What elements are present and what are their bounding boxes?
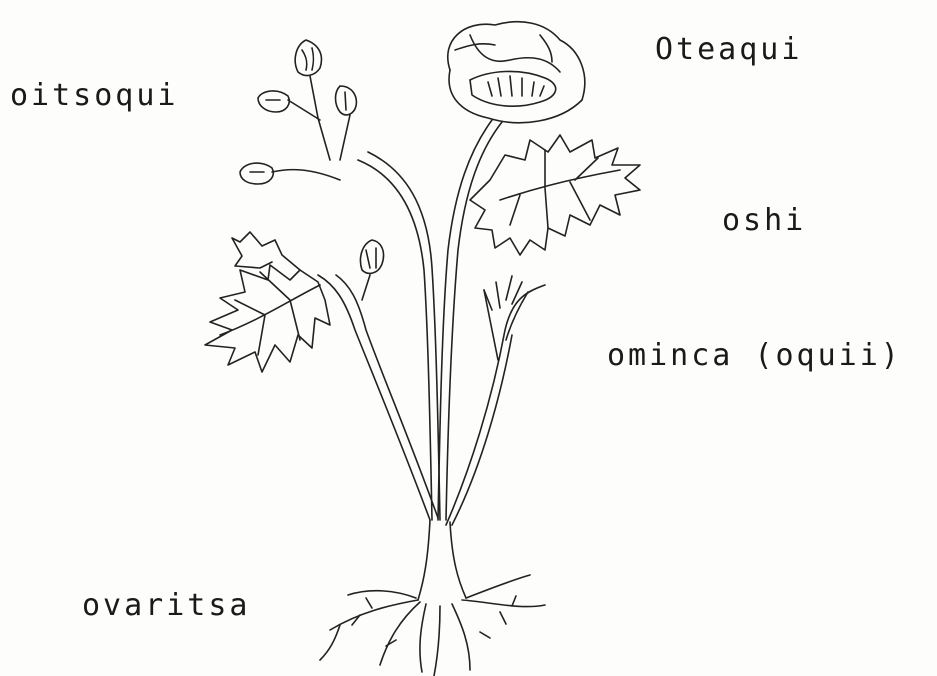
flower-stamens [488,76,544,96]
label-flower: Oteaqui [655,32,802,67]
label-stem: ominca (oquii) [607,338,902,373]
buds [240,40,384,300]
root [452,604,470,670]
leaf-outline [470,135,640,255]
right-stem-inner [452,335,512,525]
bud-left [258,91,320,120]
root [462,600,545,607]
root [466,575,530,598]
small-branch [484,290,498,360]
flower-stem-inner [446,122,502,520]
leaf-outline [205,265,330,372]
bud-right [336,86,357,160]
leaf-upper-right [470,135,640,255]
central-stem-inner [368,152,440,520]
label-leaf: oshi [722,203,806,238]
right-stem [446,285,545,525]
bud-mid [360,240,383,300]
roots [320,575,545,676]
bud-lower-left [240,163,340,184]
left-stem [318,275,430,520]
shoots [484,276,522,310]
plant-base [418,520,466,600]
label-root: ovaritsa [82,588,251,623]
left-stem-inner [336,275,438,518]
flower-stem [438,120,492,520]
stems [318,120,545,525]
leaf-left [205,232,330,372]
root [320,600,418,660]
root [380,602,420,665]
petal [448,22,585,100]
petal [449,70,582,123]
root [420,604,426,672]
root [348,591,416,598]
petal [470,35,560,72]
root [434,606,440,676]
leaf-veins [500,150,620,228]
leaf-upper-left [232,232,300,270]
bud-top [295,40,330,160]
flower [448,22,585,123]
label-bud: oitsoqui [10,78,179,113]
